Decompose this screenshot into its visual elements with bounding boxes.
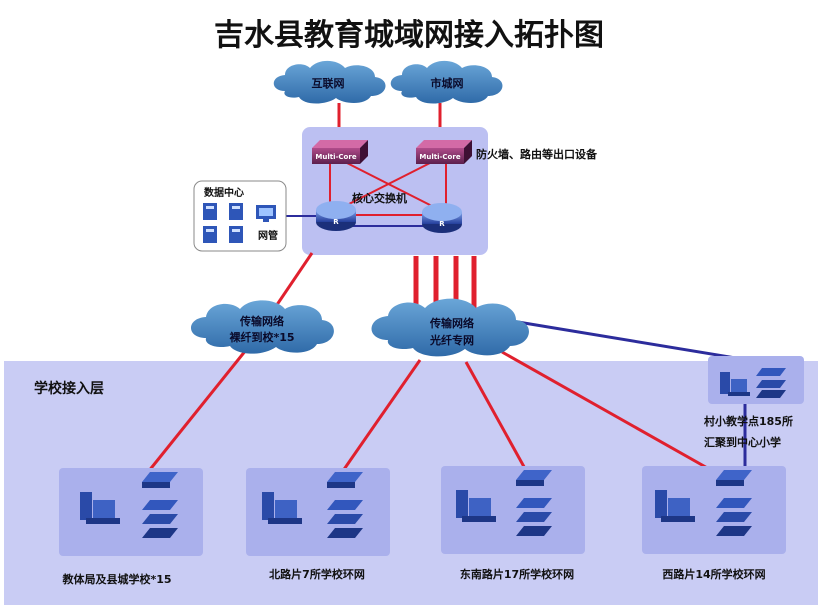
datacenter-box: 数据中心 网管 [193, 180, 287, 252]
cloud-transport-left-line1: 传输网络 [239, 314, 284, 328]
firewall-2-chip-label: Multi-Core [419, 153, 460, 161]
link-transport-site4 [501, 350, 719, 476]
site-2-computer-icon [262, 492, 302, 524]
village-computer-icon [720, 372, 750, 396]
site-1 [59, 468, 203, 556]
core-switch-2-badge: R [439, 220, 445, 228]
cloud-internet: 互联网 [273, 60, 386, 104]
link-transport-site1 [138, 349, 248, 483]
site-1-computer-icon [80, 492, 120, 524]
cloud-metro: 市城网 [390, 60, 503, 104]
page-title: 吉水县教育城域网接入拓扑图 [214, 18, 604, 53]
cloud-internet-label: 互联网 [312, 76, 345, 90]
datacenter-netmgmt-label: 网管 [258, 229, 278, 242]
link-transport-site2 [336, 359, 422, 479]
cloud-transport-right-line2: 光纤专网 [429, 333, 474, 347]
village-label-line1: 村小教学点185所 [704, 414, 793, 428]
cloud-transport-left-line2: 裸纤到校*15 [229, 330, 294, 344]
site-4-switch-icon [716, 470, 752, 536]
site-1-switch-icon [142, 472, 178, 538]
site-2-label: 北路片7所学校环网 [269, 567, 365, 581]
cloud-metro-label: 市城网 [431, 76, 464, 90]
core-switch-label: 核心交换机 [352, 191, 407, 205]
site-4-computer-icon [655, 490, 695, 522]
core-switch-1-badge: R [333, 218, 339, 226]
cloud-transport-left: 传输网络 裸纤到校*15 [191, 300, 334, 354]
site-4 [642, 466, 786, 554]
site-2-switch-icon [327, 472, 363, 538]
site-4-label: 西路片14所学校环网 [662, 567, 765, 581]
firewall-1-chip-label: Multi-Core [315, 153, 356, 161]
monitor-icon [256, 205, 276, 222]
site-3-computer-icon [456, 490, 496, 522]
village-label-line2: 汇聚到中心小学 [704, 435, 781, 449]
site-2 [246, 468, 390, 556]
site-3 [441, 466, 585, 554]
core-switch-1: R [316, 201, 356, 231]
server-icon [203, 203, 243, 243]
access-layer-title: 学校接入层 [34, 380, 104, 397]
firewall-device-2: Multi-Core [416, 140, 472, 164]
firewall-device-1: Multi-Core [312, 140, 368, 164]
site-1-label: 教体局及县城学校*15 [61, 572, 171, 586]
village-node [708, 356, 804, 404]
datacenter-title: 数据中心 [204, 186, 244, 199]
core-switch-2: R [422, 203, 462, 233]
village-switch-icon [756, 368, 786, 398]
link-transport-site3 [464, 361, 530, 475]
site-3-switch-icon [516, 470, 552, 536]
firewall-label: 防火墙、路由等出口设备 [476, 147, 598, 161]
site-3-label: 东南路片17所学校环网 [460, 567, 574, 581]
cloud-transport-right-line1: 传输网络 [429, 316, 474, 330]
cloud-transport-right: 传输网络 光纤专网 [371, 298, 529, 357]
link-fw2-sw1 [344, 161, 433, 207]
